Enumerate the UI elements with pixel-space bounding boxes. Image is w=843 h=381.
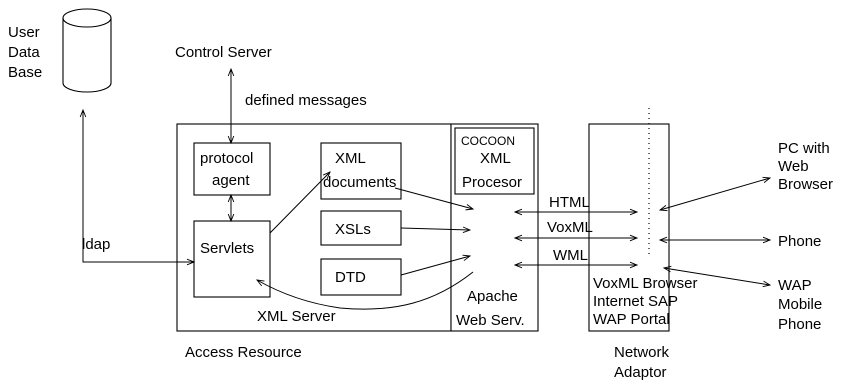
ldap-label: ldap (82, 236, 110, 253)
user-database: User Data Base (8, 8, 112, 93)
pc-client-label: PC with Web Browser (778, 140, 834, 193)
dtd-label: DTD (335, 269, 366, 286)
dtd-to-apache-arrow (400, 256, 470, 276)
servlets-to-xml-arrow (269, 172, 330, 234)
user-database-label: User Data Base (8, 24, 44, 81)
network-adaptor-box (588, 123, 670, 332)
xml-server-label: XML Server (257, 308, 336, 325)
protocol-label-wml: WML (553, 247, 588, 264)
xml-to-apache-arrow (394, 187, 473, 209)
control-server-label: Control Server (175, 44, 272, 61)
apache-web-server-label: Apache Web Serv. (456, 288, 525, 329)
wap-client-label: WAP Mobile Phone (778, 277, 826, 333)
xml-documents-box (320, 142, 402, 200)
access-resource-label: Access Resource (185, 344, 302, 361)
network-adaptor-label: Network Adaptor (614, 344, 673, 381)
cocoon-label: COCOON (461, 134, 515, 148)
defined-messages-label: defined messages (245, 92, 367, 109)
xsls-label: XSLs (335, 221, 371, 238)
servlets-box (193, 220, 271, 298)
xsls-box (320, 210, 402, 246)
ldap-connector (83, 110, 194, 262)
protocol-label-html: HTML (549, 194, 590, 211)
adaptor-services-label: VoxML Browser Internet SAP WAP Portal (593, 275, 702, 328)
apache-to-servlets-arrow (257, 271, 474, 310)
servlets-label: Servlets (200, 240, 254, 257)
xsls-to-apache-arrow (400, 228, 470, 230)
wap-client-arrow (664, 268, 770, 285)
dtd-box (320, 258, 402, 296)
cocoon-processor-box (454, 127, 535, 195)
pc-client-arrow (660, 178, 770, 210)
database-cylinder (62, 18, 112, 93)
xml-processor-label: XML Procesor (462, 150, 522, 191)
protocol-agent-label: protocol agent (200, 150, 258, 189)
protocol-label-voxml: VoxML (547, 219, 593, 236)
database-cylinder-top (62, 8, 112, 28)
phone-client-label: Phone (778, 233, 821, 250)
xml-documents-label: XML documents (323, 150, 396, 191)
